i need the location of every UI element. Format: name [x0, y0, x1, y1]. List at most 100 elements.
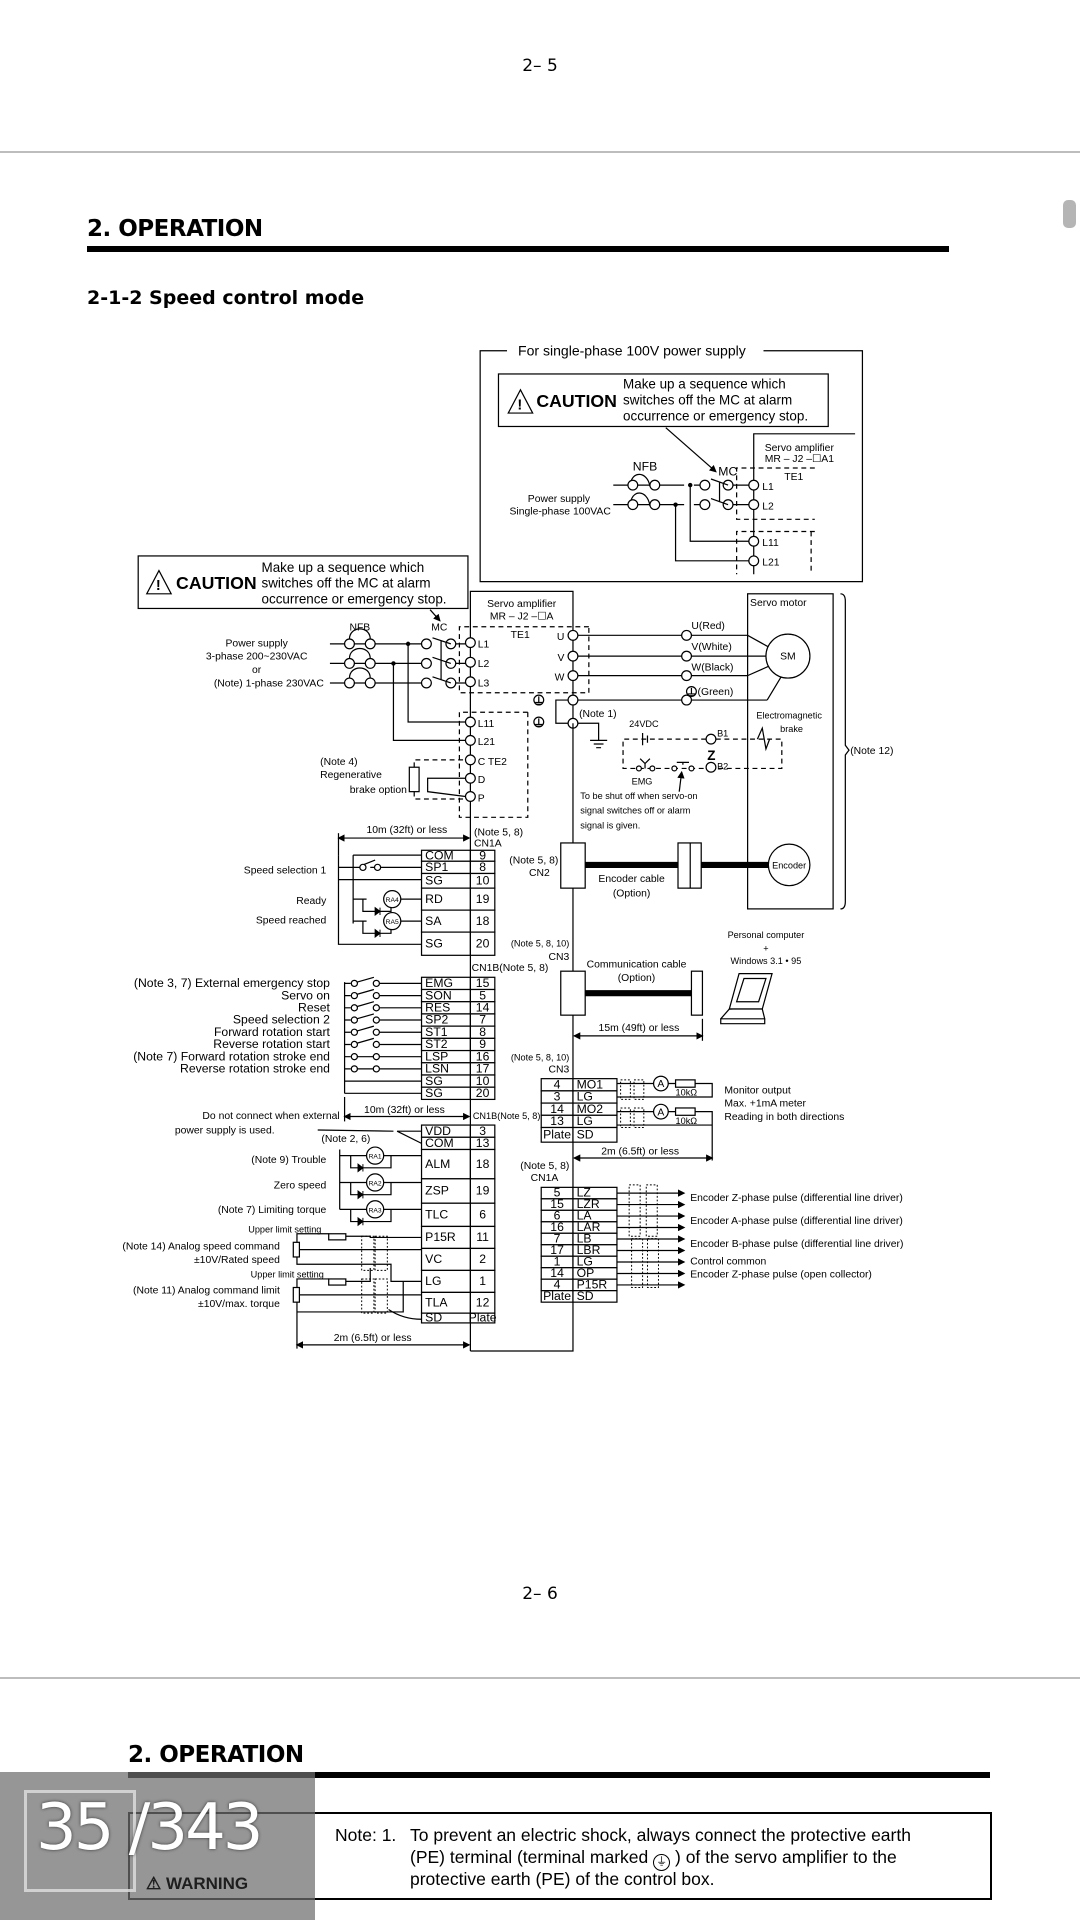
warning-triangle-icon: ⚠ [146, 1874, 162, 1893]
cn1b-output-connector: 10m (32ft) or less CN1B(Note 5, 8) Do no… [122, 1096, 541, 1349]
pin-number: Plate [543, 1289, 571, 1303]
pin-number: 4 [554, 1278, 561, 1292]
cn3-communication: (Note 5, 8, 10) CN3 Communication cable … [511, 930, 804, 1041]
upper-limit-label: Upper limit setting [248, 1225, 321, 1235]
external-supply-note: power supply is used. [175, 1126, 275, 1137]
connector-pin-row: 3 LG [540, 1090, 618, 1104]
signal-name: LSN [425, 1062, 449, 1076]
signal-name: LG [577, 1255, 593, 1269]
caution-label: CAUTION [536, 391, 617, 411]
pin-number: 3 [554, 1090, 561, 1104]
pin-number: 18 [476, 1157, 490, 1171]
signal-label: (Note 7) Forward rotation stroke end [133, 1049, 330, 1063]
te1-label: TE1 [511, 630, 530, 641]
cable-length-label: 10m (32ft) or less [364, 1105, 445, 1116]
caution-line: switches off the MC at alarm [262, 576, 431, 591]
svg-text:!: ! [156, 578, 161, 594]
monitor-text: Max. +1mA meter [724, 1099, 806, 1110]
signal-label: Speed selection 1 [244, 865, 327, 876]
svg-text:RA1: RA1 [369, 1154, 382, 1161]
pin-number: 5 [554, 1186, 561, 1200]
earth-icon [533, 694, 545, 706]
cable-length-label: 2m (6.5ft) or less [334, 1333, 412, 1344]
pin-number: 8 [479, 1025, 486, 1039]
signal-name: RD [425, 892, 443, 906]
signal-name: VDD [425, 1124, 451, 1138]
section-title: 2. OPERATION [128, 1742, 304, 1768]
pin-number: Plate [469, 1311, 497, 1325]
note-text-part: ) of the servo amplifier to the [675, 1847, 897, 1867]
sm-icon [765, 633, 811, 679]
pin-number: 14 [476, 1000, 490, 1014]
cn1b-label: CN1B(Note 5, 8) [473, 1111, 541, 1121]
regen-label: Regenerative [320, 770, 382, 781]
signal-name: MO1 [577, 1077, 604, 1091]
te1-label: TE1 [784, 472, 803, 483]
scrollbar-thumb[interactable] [1063, 200, 1076, 228]
wire-label: W(Black) [691, 663, 733, 674]
signal-name: LG [577, 1090, 593, 1104]
relay-ra5-icon: RA5 [383, 911, 402, 931]
signal-label: Reverse rotation start [213, 1037, 330, 1051]
svg-text:RA2: RA2 [369, 1181, 382, 1188]
pin-number: 17 [476, 1062, 490, 1076]
regenerative-brake-option: (Note 4) Regenerative brake option [320, 757, 466, 800]
signal-name: SP2 [425, 1013, 448, 1027]
cn2-encoder-cable: Encoder (Note 5, 8) CN2 Encoder cable (O… [509, 842, 811, 900]
monitor-text: Reading in both directions [724, 1112, 844, 1123]
caution-line: Make up a sequence which [623, 377, 786, 392]
signal-name: LA [577, 1209, 593, 1223]
page-counter-frame[interactable] [24, 1790, 136, 1892]
signal-name: RES [425, 1000, 450, 1014]
svg-text:RA5: RA5 [386, 919, 399, 926]
earth-icon [685, 686, 697, 698]
brake-label: brake [780, 724, 803, 734]
amplifier-label: Servo amplifier [487, 599, 557, 610]
pin-number: 15 [550, 1197, 564, 1211]
resistor-label: 10kΩ [676, 1116, 698, 1126]
note-text: (PE) terminal (terminal marked ⏚ ) of th… [410, 1846, 897, 1871]
svg-text:RA3: RA3 [369, 1207, 382, 1214]
encoder-label: Encoder [772, 861, 806, 871]
signal-name: P15R [425, 1230, 456, 1244]
pin-number: 1 [554, 1255, 561, 1269]
signal-name: SG [425, 1086, 443, 1100]
pin-number: 20 [476, 1086, 490, 1100]
pin-number: 15 [476, 976, 490, 990]
analog-speed-label: ±10V/Rated speed [194, 1255, 280, 1266]
signal-name: P15R [577, 1278, 608, 1292]
warning-label-text: WARNING [165, 1874, 249, 1893]
cn3-monitor-connector: (Note 5, 8, 10) CN3 A A 10kΩ 10kΩ Monito… [511, 1052, 845, 1184]
pin-number: 10 [476, 873, 490, 887]
signal-label: Forward rotation start [214, 1025, 331, 1039]
current-page[interactable]: 35 [36, 1791, 114, 1865]
power-supply-label: Single-phase 100VAC [510, 506, 612, 517]
caution-line: occurrence or emergency stop. [262, 592, 447, 607]
power-supply-label: Power supply [226, 638, 289, 649]
pin-number: 14 [550, 1102, 564, 1116]
signal-name: ST1 [425, 1025, 448, 1039]
amplifier-model: MR – J2 –☐A [490, 611, 554, 622]
comm-cable-label: Communication cable [587, 960, 687, 971]
signal-name: LB [577, 1232, 592, 1246]
switch-icon [350, 1053, 359, 1061]
pin-number: 9 [479, 1037, 486, 1051]
signal-name: LG [425, 1274, 441, 1288]
signal-name: SG [425, 936, 443, 950]
upper-limit-label: Upper limit setting [251, 1270, 324, 1280]
encoder-output-label: Encoder Z-phase pulse (open collector) [690, 1270, 872, 1281]
pc-label: Personal computer [728, 930, 805, 940]
cn1a-encoder-connector: Encoder Z-phase pulse (differential line… [540, 1184, 903, 1303]
encoder-icon [767, 843, 811, 887]
terminal-label: P [478, 793, 485, 804]
section-title: 2. OPERATION [87, 216, 263, 242]
total-pages: /343 [128, 1791, 264, 1865]
emg-label: EMG [632, 776, 653, 786]
wire-label: (Green) [698, 687, 734, 698]
servo-motor-label: Servo motor [750, 598, 807, 609]
power-input-circuit: NFB MC Power supply 3-phase 200~230VAC o… [206, 622, 466, 741]
pin-number: 19 [476, 1184, 490, 1198]
switch-icon [350, 1016, 359, 1024]
